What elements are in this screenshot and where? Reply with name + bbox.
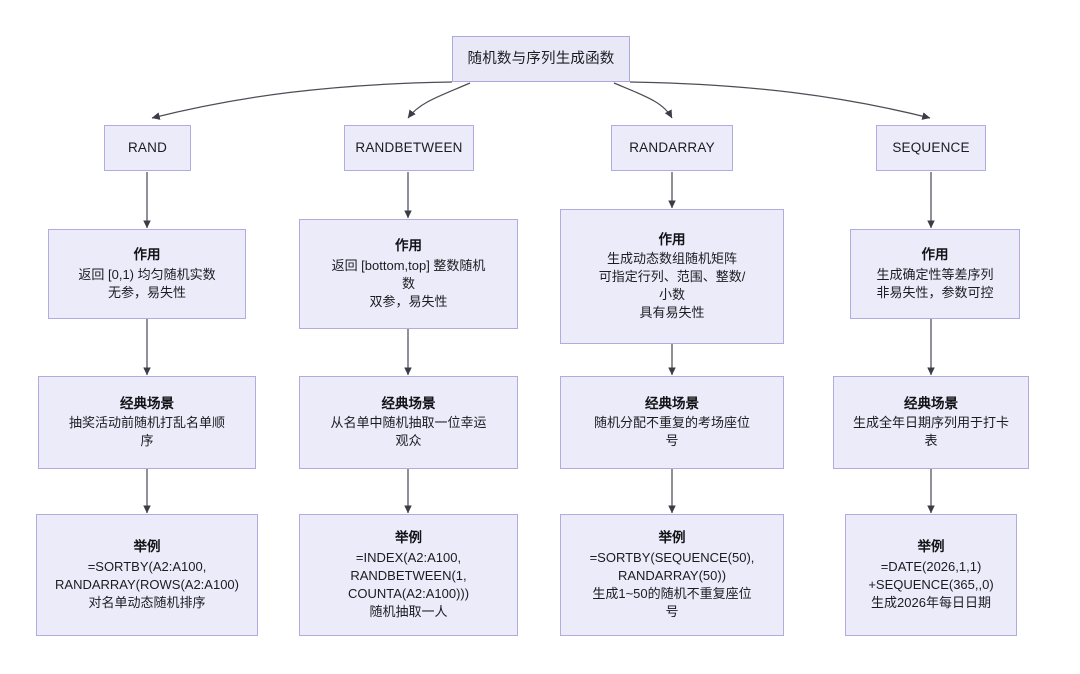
purpose-box-rand[interactable]: 作用 返回 [0,1) 均匀随机实数 无参，易失性 xyxy=(48,229,246,319)
function-node-label: RANDBETWEEN xyxy=(355,139,463,155)
purpose-heading: 作用 xyxy=(133,247,161,263)
function-node-randarray[interactable]: RANDARRAY xyxy=(611,125,733,171)
scenario-line: 从名单中随机抽取一位幸运 xyxy=(330,415,487,431)
scenario-line: 表 xyxy=(924,433,938,449)
example-line: =INDEX(A2:A100, xyxy=(355,549,462,565)
scenario-line: 观众 xyxy=(395,433,422,449)
scenario-box-rand[interactable]: 经典场景 抽奖活动前随机打乱名单顺 序 xyxy=(38,376,256,469)
purpose-heading: 作用 xyxy=(395,238,422,254)
root-node[interactable]: 随机数与序列生成函数 xyxy=(452,36,630,82)
purpose-line: 返回 [0,1) 均匀随机实数 xyxy=(78,266,216,282)
purpose-line: 具有易失性 xyxy=(639,305,705,321)
example-box-rand[interactable]: 举例 =SORTBY(A2:A100, RANDARRAY(ROWS(A2:A1… xyxy=(36,514,258,636)
example-line: RANDARRAY(ROWS(A2:A100) xyxy=(55,576,239,592)
example-heading: 举例 xyxy=(917,539,945,555)
scenario-box-randarray[interactable]: 经典场景 随机分配不重复的考场座位 号 xyxy=(560,376,784,469)
function-node-label: RANDARRAY xyxy=(629,139,715,155)
example-line: =SORTBY(A2:A100, xyxy=(87,558,207,574)
root-node-label: 随机数与序列生成函数 xyxy=(467,51,615,67)
purpose-heading: 作用 xyxy=(921,247,949,263)
purpose-line: 生成确定性等差序列 xyxy=(876,266,994,282)
function-node-rand[interactable]: RAND xyxy=(104,125,191,171)
scenario-box-sequence[interactable]: 经典场景 生成全年日期序列用于打卡 表 xyxy=(833,376,1029,469)
purpose-line: 返回 [bottom,top] 整数随机 xyxy=(331,257,486,273)
purpose-box-randbetween[interactable]: 作用 返回 [bottom,top] 整数随机 数 双参，易失性 xyxy=(299,219,518,329)
scenario-line: 号 xyxy=(665,433,679,449)
example-box-randbetween[interactable]: 举例 =INDEX(A2:A100, RANDBETWEEN(1, COUNTA… xyxy=(299,514,518,636)
purpose-line: 双参，易失性 xyxy=(369,293,448,309)
purpose-box-sequence[interactable]: 作用 生成确定性等差序列 非易失性，参数可控 xyxy=(850,229,1020,319)
scenario-line: 抽奖活动前随机打乱名单顺 xyxy=(68,415,225,431)
example-line: 号 xyxy=(665,603,679,619)
example-line: 对名单动态随机排序 xyxy=(88,594,206,610)
purpose-line: 生成动态数组随机矩阵 xyxy=(606,251,737,267)
example-heading: 举例 xyxy=(133,539,161,555)
example-line: RANDARRAY(50)) xyxy=(617,567,727,583)
example-box-sequence[interactable]: 举例 =DATE(2026,1,1) +SEQUENCE(365,,0) 生成2… xyxy=(845,514,1017,636)
example-line: +SEQUENCE(365,,0) xyxy=(868,576,994,592)
scenario-line: 序 xyxy=(140,433,154,449)
scenario-heading: 经典场景 xyxy=(381,395,436,411)
example-line: =SORTBY(SEQUENCE(50), xyxy=(589,549,755,565)
function-node-sequence[interactable]: SEQUENCE xyxy=(876,125,986,171)
example-line: 生成2026年每日日期 xyxy=(871,594,991,610)
purpose-box-randarray[interactable]: 作用 生成动态数组随机矩阵 可指定行列、范围、整数/ 小数 具有易失性 xyxy=(560,209,784,344)
scenario-heading: 经典场景 xyxy=(645,395,699,411)
scenario-line: 生成全年日期序列用于打卡 xyxy=(852,415,1009,431)
example-line: 生成1~50的随机不重复座位 xyxy=(592,585,752,601)
function-node-label: SEQUENCE xyxy=(892,139,970,155)
function-node-randbetween[interactable]: RANDBETWEEN xyxy=(344,125,474,171)
scenario-heading: 经典场景 xyxy=(120,395,174,411)
example-line: COUNTA(A2:A100))) xyxy=(347,585,470,601)
purpose-line: 数 xyxy=(401,275,415,291)
scenario-line: 随机分配不重复的考场座位 xyxy=(593,415,750,431)
example-heading: 举例 xyxy=(658,530,686,546)
example-line: =DATE(2026,1,1) xyxy=(880,558,982,574)
purpose-line: 小数 xyxy=(658,287,685,303)
example-line: RANDBETWEEN(1, xyxy=(350,567,467,583)
scenario-heading: 经典场景 xyxy=(904,395,958,411)
purpose-line: 非易失性，参数可控 xyxy=(876,284,994,300)
scenario-box-randbetween[interactable]: 经典场景 从名单中随机抽取一位幸运 观众 xyxy=(299,376,518,469)
function-node-label: RAND xyxy=(127,139,168,155)
example-line: 随机抽取一人 xyxy=(369,603,448,619)
purpose-heading: 作用 xyxy=(658,231,686,247)
purpose-line: 无参，易失性 xyxy=(107,284,186,300)
example-box-randarray[interactable]: 举例 =SORTBY(SEQUENCE(50), RANDARRAY(50)) … xyxy=(560,514,784,636)
example-heading: 举例 xyxy=(395,530,422,546)
purpose-line: 可指定行列、范围、整数/ xyxy=(598,269,746,285)
